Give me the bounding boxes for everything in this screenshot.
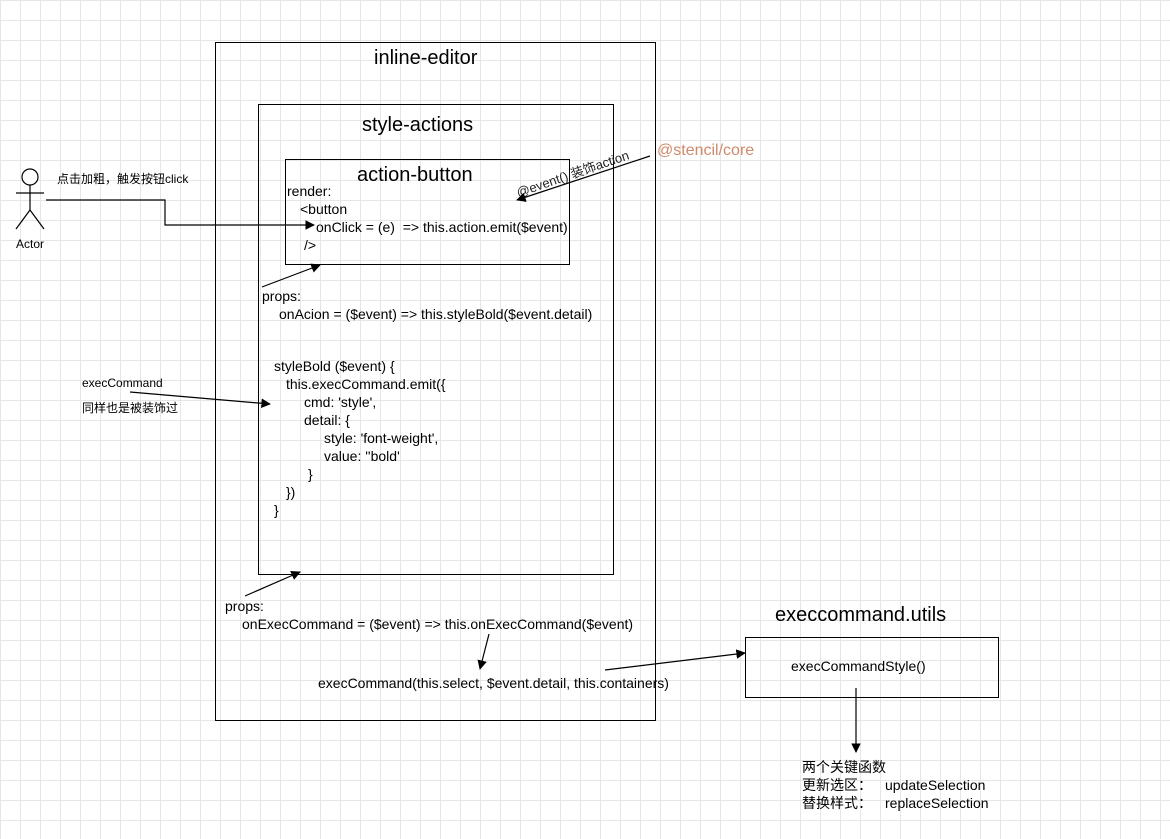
props-to-style-actions-arrow [244,571,301,597]
action-button-code-close: /> [304,237,317,253]
style-actions-code-line: this.execCommand.emit({ [286,376,446,392]
execcommand-style-fn: execCommandStyle() [791,658,926,674]
style-actions-title: style-actions [362,114,474,136]
exec-command-note-2: 同样也是被装饰过 [82,401,179,415]
action-button-code-render: render: [287,183,332,199]
inline-editor-box [215,42,656,721]
key-function-value: updateSelection [885,777,986,793]
inline-editor-props-line: onExecCommand = ($event) => this.onExecC… [242,616,634,632]
action-button-box [285,159,570,265]
style-actions-code-line: detail: { [304,412,350,428]
exec-command-note: execCommand [82,376,163,390]
execcommand-utils-box [745,637,999,698]
exec-to-utils-arrow [604,649,746,671]
style-actions-code-line: cmd: 'style', [304,394,377,410]
execcommand-utils-title: execcommand.utils [775,604,947,626]
stencil-to-event-arrow [516,155,651,202]
style-actions-code-line: value: ''bold' [324,448,400,464]
style-actions-props-label: props: [262,288,301,304]
action-button-title: action-button [357,164,473,186]
style-actions-code-line: } [274,502,279,518]
stencil-core-label: @stencil/core [657,142,755,159]
click-bold-note: 点击加粗，触发按钮click [57,172,189,186]
style-actions-code-line: styleBold ($event) { [274,358,395,374]
key-function-label: 更新选区： [802,777,872,793]
props-to-action-button-arrow [261,263,321,288]
inline-editor-props-label: props: [225,598,264,614]
inline-editor-exec-line: execCommand(this.select, $event.detail, … [318,675,669,691]
style-actions-code-line: }) [286,484,296,500]
action-button-code-button: <button [300,201,348,217]
actor-label: Actor [16,237,45,251]
style-actions-props-line: onAcion = ($event) => this.styleBold($ev… [279,306,593,322]
action-button-code-onclick: onClick = (e) => this.action.emit($event… [316,219,568,235]
key-function-label: 替换样式： [802,795,872,811]
actor-to-onclick-arrow [46,199,315,230]
actor-icon [15,168,45,230]
style-actions-code-line: } [308,466,313,482]
style-actions-box [258,104,614,575]
exec-note-to-stylebold-arrow [129,391,271,409]
key-functions-heading: 两个关键函数 [802,759,886,775]
key-function-value: replaceSelection [885,795,989,811]
onexec-to-exec-arrow [477,633,490,670]
style-actions-code-line: style: 'font-weight', [324,430,439,446]
inline-editor-title: inline-editor [374,47,478,69]
